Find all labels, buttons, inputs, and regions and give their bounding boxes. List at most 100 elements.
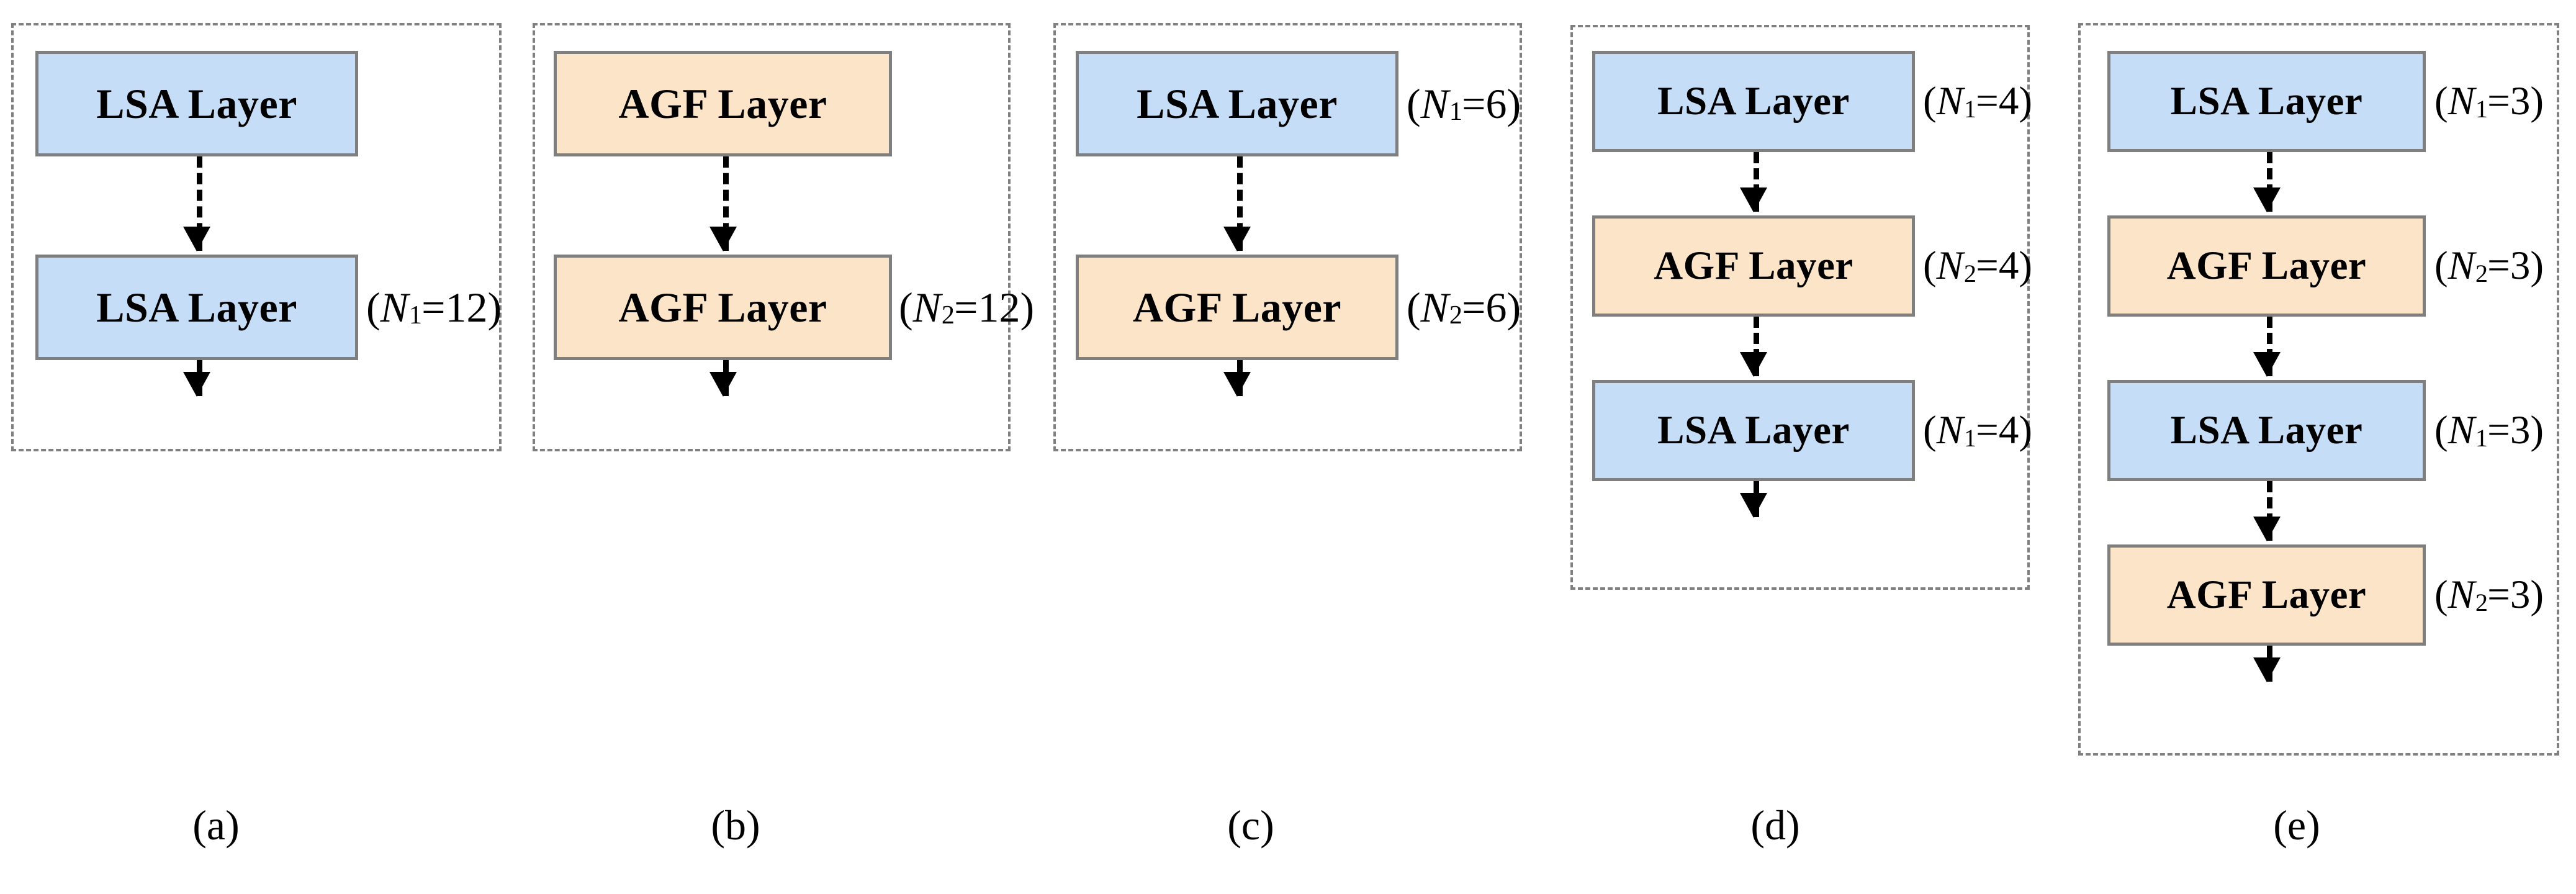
arrow-head-icon xyxy=(183,372,210,397)
panel-group-a xyxy=(11,23,502,451)
n-label-variable: N xyxy=(2448,408,2475,453)
arrow-head-icon xyxy=(2253,657,2281,682)
n-label-open-paren: ( xyxy=(1407,79,1421,127)
n-label-subscript: 1 xyxy=(2475,424,2488,453)
n-label-value: 6 xyxy=(1485,283,1507,331)
arrow-stem xyxy=(723,156,729,251)
caption-e: (e) xyxy=(2273,801,2320,849)
n-label-subscript: 1 xyxy=(1963,95,1976,124)
layer-box-e-4-agf: AGF Layer xyxy=(2107,544,2426,646)
layer-box-c-2-agf: AGF Layer xyxy=(1076,255,1398,360)
n-label-variable: N xyxy=(1936,408,1964,453)
n-label-variable: N xyxy=(1936,243,1964,288)
n-label-variable: N xyxy=(2448,79,2475,124)
n-label-variable: N xyxy=(1936,79,1964,124)
arrow-head-icon xyxy=(709,227,737,251)
arrow-head-icon xyxy=(1740,493,1767,518)
n-label-close-paren: ) xyxy=(2530,408,2544,453)
n-label-equals: = xyxy=(1976,79,1999,124)
n-label-variable: N xyxy=(380,283,409,331)
n-label-open-paren: ( xyxy=(899,283,913,331)
arrow-stem xyxy=(2266,317,2272,376)
layer-box-b-2-agf: AGF Layer xyxy=(554,255,892,360)
n-label-close-paren: ) xyxy=(2019,243,2032,288)
layer-box-b-1-agf: AGF Layer xyxy=(554,51,892,156)
n-label-open-paren: ( xyxy=(1923,408,1937,453)
panel-group-c xyxy=(1053,23,1522,451)
arrow-head-icon xyxy=(2253,187,2281,212)
n-label-equals: = xyxy=(2487,243,2510,288)
arrow-stem xyxy=(1754,152,1759,212)
arrow-head-icon xyxy=(183,227,210,251)
n-label-open-paren: ( xyxy=(1923,243,1937,288)
n-label-close-paren: ) xyxy=(2530,79,2544,124)
n-label-value: 3 xyxy=(2510,572,2531,617)
n-label-close-paren: ) xyxy=(2530,572,2544,617)
n-label-subscript: 1 xyxy=(1963,424,1976,453)
arrow-stem xyxy=(197,156,202,251)
n-label-variable: N xyxy=(1420,79,1449,127)
n-label-value: 3 xyxy=(2510,243,2531,288)
arrow-head-icon xyxy=(1223,227,1251,251)
n-label-equals: = xyxy=(1462,79,1486,127)
n-label-close-paren: ) xyxy=(2530,243,2544,288)
n-label-subscript: 2 xyxy=(2475,260,2488,288)
n-label-open-paren: ( xyxy=(2434,408,2448,453)
n-label-value: 12 xyxy=(445,283,488,331)
n-label-equals: = xyxy=(2487,408,2510,453)
arrow-stem xyxy=(1754,317,1759,376)
n-label-close-paren: ) xyxy=(487,283,502,331)
n-label-value: 3 xyxy=(2510,79,2531,124)
n-label-subscript: 1 xyxy=(2475,95,2488,124)
layer-box-d-3-lsa: LSA Layer xyxy=(1592,380,1915,481)
n-label-open-paren: ( xyxy=(2434,79,2448,124)
layer-box-e-2-agf: AGF Layer xyxy=(2107,215,2426,317)
n-label-variable: N xyxy=(912,283,942,331)
n-label-subscript: 2 xyxy=(2475,589,2488,617)
layer-box-a-2-lsa: LSA Layer xyxy=(35,255,358,360)
caption-b: (b) xyxy=(711,801,760,849)
panel-group-b xyxy=(533,23,1011,451)
n-label-open-paren: ( xyxy=(2434,243,2448,288)
n-label-value: 4 xyxy=(1998,79,2019,124)
n-label-open-paren: ( xyxy=(2434,572,2448,617)
arrow-head-icon xyxy=(2253,352,2281,377)
layer-box-e-3-lsa: LSA Layer xyxy=(2107,380,2426,481)
layer-box-d-2-agf: AGF Layer xyxy=(1592,215,1915,317)
arrow-stem xyxy=(1237,156,1243,251)
n-label-equals: = xyxy=(2487,79,2510,124)
n-label-subscript: 1 xyxy=(1449,97,1462,127)
arrow-head-icon xyxy=(1223,372,1251,397)
n-label-subscript: 1 xyxy=(408,300,422,330)
caption-a: (a) xyxy=(192,801,240,849)
n-label-value: 4 xyxy=(1998,243,2019,288)
n-label-open-paren: ( xyxy=(1407,283,1421,331)
layer-box-c-1-lsa: LSA Layer xyxy=(1076,51,1398,156)
n-label-subscript: 2 xyxy=(1963,260,1976,288)
layer-box-a-1-lsa: LSA Layer xyxy=(35,51,358,156)
n-label-open-paren: ( xyxy=(366,283,381,331)
n-label-equals: = xyxy=(1976,408,1999,453)
arrow-head-icon xyxy=(1740,352,1767,377)
n-label-equals: = xyxy=(421,283,446,331)
n-label-equals: = xyxy=(1976,243,1999,288)
n-label-value: 12 xyxy=(978,283,1020,331)
panel-group-d xyxy=(1570,25,2030,590)
arrow-stem xyxy=(2266,481,2272,541)
n-label-close-paren: ) xyxy=(2019,79,2032,124)
n-label-close-paren: ) xyxy=(1506,283,1521,331)
n-label-variable: N xyxy=(2448,243,2475,288)
n-label-equals: = xyxy=(2487,572,2510,617)
n-label-close-paren: ) xyxy=(1020,283,1035,331)
n-label-value: 4 xyxy=(1998,408,2019,453)
